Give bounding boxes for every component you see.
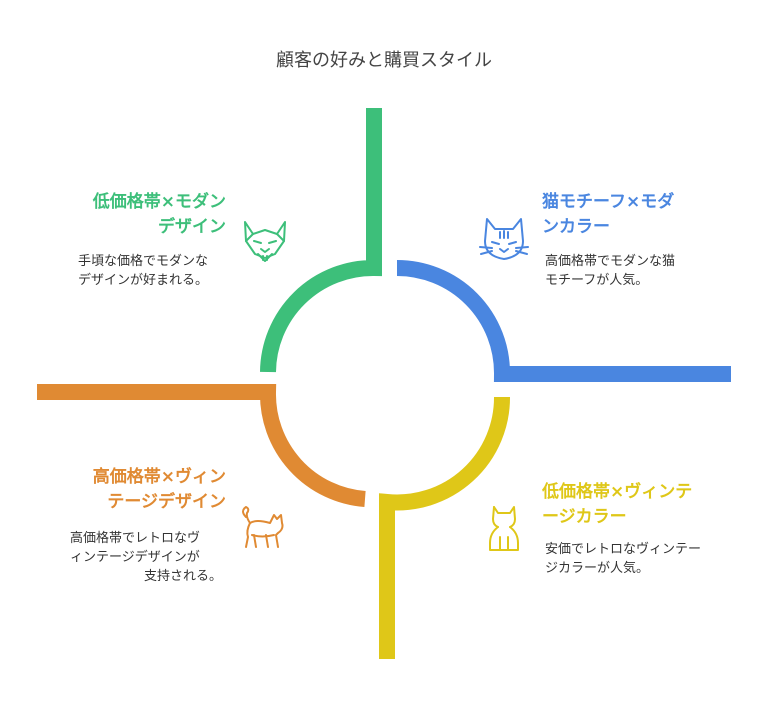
diagram-title: 顧客の好みと購買スタイル <box>276 50 492 71</box>
bottom-left-title: 高価格帯×ヴィン テージデザイン <box>50 465 226 515</box>
cat-face-icon <box>479 218 529 260</box>
bottom-left-title-line-1: 高価格帯×ヴィン <box>92 467 226 487</box>
walking-cat-icon <box>242 506 284 548</box>
orange-connector <box>37 384 366 507</box>
bottom-right-title: 低価格帯×ヴィンテ ージカラー <box>542 480 742 530</box>
top-left-title: 低価格帯×モダン デザイン <box>50 190 226 240</box>
bottom-left-title-line-2: テージデザイン <box>107 492 226 512</box>
top-right-desc-line-2: モチーフが人気。 <box>545 273 649 288</box>
top-right-description: 高価格帯でモダンな猫 モチーフが人気。 <box>545 252 725 290</box>
top-left-description: 手頃な価格でモダンな デザインが好まれる。 <box>78 252 248 290</box>
bottom-left-description: 高価格帯でレトロなヴ ィンテージデザインが 支持される。 <box>70 529 222 586</box>
yellow-connector <box>379 396 511 659</box>
top-right-title-line-2: ンカラー <box>542 217 610 237</box>
fox-face-icon <box>244 221 286 262</box>
blue-connector <box>396 260 731 382</box>
top-left-title-line-2: デザイン <box>158 217 226 237</box>
bottom-right-description: 安価でレトロなヴィンテー ジカラーが人気。 <box>545 540 735 578</box>
top-left-desc-line-2: デザインが好まれる。 <box>78 273 209 288</box>
bottom-right-title-line-2: ージカラー <box>542 507 627 527</box>
top-right-desc-line-1: 高価格帯でモダンな猫 <box>545 254 676 269</box>
green-connector <box>260 108 382 373</box>
bottom-right-title-line-1: 低価格帯×ヴィンテ <box>542 482 693 502</box>
sitting-cat-icon <box>489 506 519 551</box>
bottom-right-desc-line-2: ジカラーが人気。 <box>545 561 650 576</box>
bottom-left-desc-line-3: 支持される。 <box>143 569 222 584</box>
top-left-title-line-1: 低価格帯×モダン <box>92 192 226 212</box>
top-right-title-line-1: 猫モチーフ×モダ <box>542 192 675 212</box>
bottom-right-desc-line-1: 安価でレトロなヴィンテー <box>545 542 702 557</box>
bottom-left-desc-line-2: ィンテージデザインが <box>70 550 200 565</box>
top-right-title: 猫モチーフ×モダ ンカラー <box>542 190 732 240</box>
top-left-desc-line-1: 手頃な価格でモダンな <box>78 254 209 269</box>
bottom-left-desc-line-1: 高価格帯でレトロなヴ <box>70 531 201 546</box>
